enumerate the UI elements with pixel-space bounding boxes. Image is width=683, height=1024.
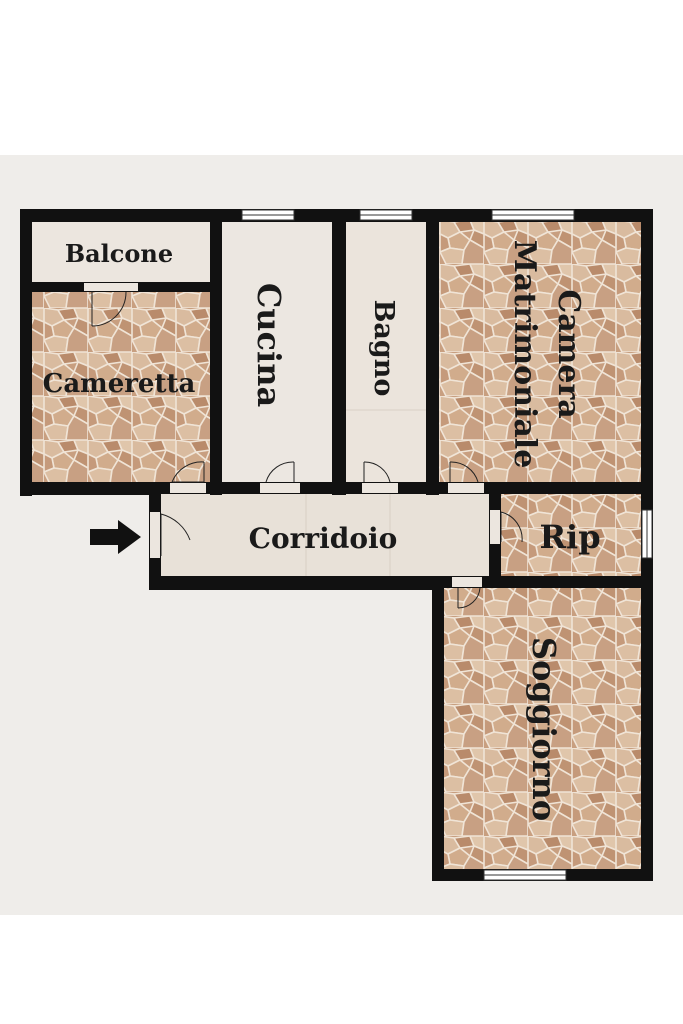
room-label-bagno: Bagno bbox=[368, 300, 399, 397]
bagno-floor bbox=[346, 222, 426, 482]
window-icon bbox=[241, 209, 653, 881]
cucina-floor bbox=[222, 222, 332, 482]
door-openings bbox=[84, 283, 500, 587]
room-label-balcone: Balcone bbox=[65, 239, 173, 268]
balcone-floor bbox=[32, 222, 210, 282]
soggiorno-floor bbox=[444, 588, 641, 870]
arrow-right-icon bbox=[90, 520, 141, 554]
room-label-cameretta: Cameretta bbox=[43, 369, 196, 399]
cameretta-floor bbox=[32, 292, 210, 482]
room-label-rip: Rip bbox=[539, 518, 600, 556]
room-label-camera: Camera bbox=[551, 289, 586, 418]
corridoio-floor bbox=[161, 494, 489, 576]
camera-floor bbox=[439, 222, 641, 482]
room-label-cucina: Cucina bbox=[250, 283, 288, 407]
walls bbox=[20, 209, 653, 881]
rip-floor bbox=[501, 494, 641, 576]
room-label-soggiorno: Soggiorno bbox=[525, 637, 563, 821]
door-swing-icon bbox=[91, 291, 523, 609]
room-label-matrimoniale: Matrimoniale bbox=[507, 240, 542, 469]
room-label-corridoio: Corridoio bbox=[249, 522, 398, 555]
